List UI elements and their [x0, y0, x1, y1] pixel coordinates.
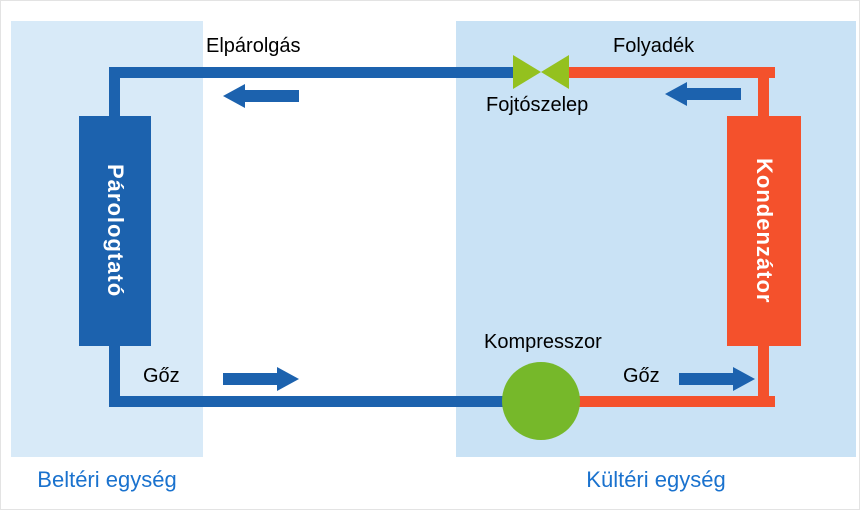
pipe-top-cold-horizontal [109, 67, 521, 78]
arrow-head-icon [733, 367, 755, 391]
arrow-head-icon [277, 367, 299, 391]
compressor-circle-icon [502, 362, 580, 440]
vapor-left-label: Gőz [143, 365, 180, 387]
pipe-bottom-right-vertical [758, 341, 769, 407]
condenser-box: Kondenzátor [727, 116, 801, 346]
evaporation-label: Elpárolgás [206, 35, 301, 57]
arrow-body [223, 373, 277, 385]
vapor-right-flow-arrow-right-icon [679, 367, 755, 391]
indoor-unit-caption: Beltéri egység [37, 467, 177, 492]
arrow-body [687, 88, 741, 100]
evaporator-label: Párologtató [103, 164, 128, 298]
arrow-body [245, 90, 299, 102]
pipe-top-hot-horizontal [561, 67, 775, 78]
pipe-top-left-vertical [109, 67, 120, 127]
evaporator-box: Párologtató [79, 116, 151, 346]
arrow-body [679, 373, 733, 385]
liquid-flow-arrow-left-icon [665, 82, 741, 106]
pipe-bottom-hot-horizontal [533, 396, 775, 407]
pipe-top-right-vertical [758, 67, 769, 127]
vapor-right-label: Gőz [623, 365, 660, 387]
evaporation-flow-arrow-left-icon [223, 84, 299, 108]
throttle-valve-label: Fojtószelep [486, 94, 589, 116]
valve-right-triangle-icon [541, 55, 569, 89]
condenser-label: Kondenzátor [752, 158, 777, 304]
liquid-label: Folyadék [613, 35, 695, 57]
outdoor-unit-caption: Kültéri egység [586, 467, 726, 492]
pipe-bottom-cold-horizontal [109, 396, 549, 407]
compressor-label: Kompresszor [484, 331, 602, 353]
throttle-valve-icon [513, 55, 569, 90]
vapor-left-flow-arrow-right-icon [223, 367, 299, 391]
pipe-bottom-left-vertical [109, 341, 120, 407]
arrow-head-icon [665, 82, 687, 106]
valve-left-triangle-icon [513, 55, 541, 89]
arrow-head-icon [223, 84, 245, 108]
